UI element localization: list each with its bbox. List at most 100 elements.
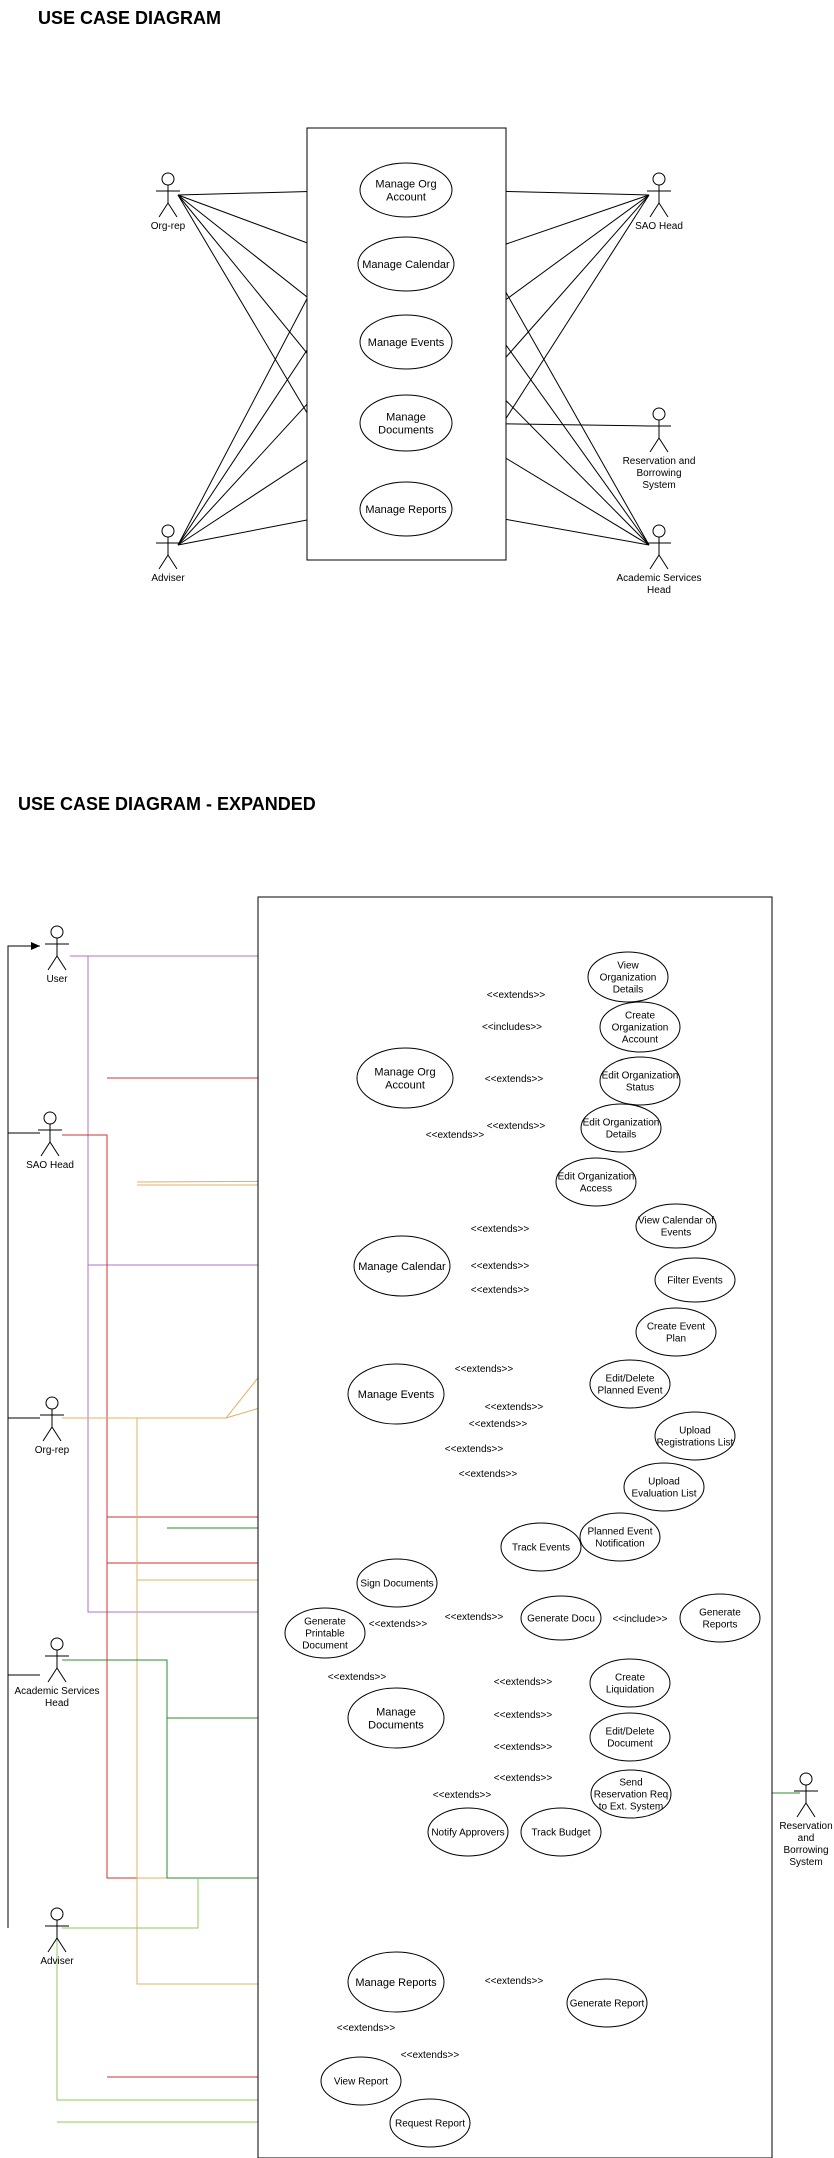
relation-label: <<extends>>: [494, 1677, 553, 1688]
actor-adviser: [156, 524, 180, 570]
relation-label: <<extends>>: [471, 1285, 530, 1296]
relation-label: <<extends>>: [494, 1773, 553, 1784]
relation-label: <<includes>>: [482, 1022, 542, 1033]
use-case-track-events: [500, 1522, 582, 1572]
use-case-generate-printable-document-label: Printable: [305, 1629, 345, 1640]
use-case-generate-report-label: Generate Report: [570, 1999, 645, 2010]
actor-sao-head: [38, 1111, 62, 1157]
use-case-generate-reports: [679, 1593, 761, 1643]
actor-reservation-system-label: System: [642, 480, 675, 491]
use-case-view-calendar-of-events: [635, 1203, 717, 1249]
actor-reservation-system-label: System: [789, 1857, 822, 1868]
use-case-edit-organization-status-label: Status: [626, 1083, 654, 1094]
use-case-manage-documents-label: Manage: [386, 411, 426, 423]
actor-reservation-system: [647, 407, 671, 453]
actor-org-rep-label: Org-rep: [35, 1445, 70, 1456]
relation-label: <<extends>>: [469, 1419, 528, 1430]
use-case-create-liquidation: [589, 1658, 671, 1708]
use-case-filter-events: [654, 1257, 736, 1303]
use-case-filter-events-label: Filter Events: [667, 1276, 723, 1287]
use-case-manage-documents-label: Manage: [376, 1706, 416, 1718]
use-case-manage-reports: [347, 1951, 445, 2013]
actor-reservation-system: [794, 1772, 818, 1818]
relation-label: <<extends>>: [445, 1444, 504, 1455]
use-case-manage-events-label: Manage Events: [368, 337, 445, 349]
use-case-view-calendar-of-events-label: Events: [661, 1228, 692, 1239]
use-case-request-report-label: Request Report: [395, 2119, 465, 2130]
actor-sao-head: [647, 172, 671, 218]
relation-label: <<extends>>: [494, 1710, 553, 1721]
use-case-view-organization-details: [587, 951, 669, 1003]
use-case-manage-calendar-label: Manage Calendar: [358, 1261, 446, 1273]
use-case-request-report: [389, 2098, 471, 2148]
relation-label: <<extends>>: [494, 1742, 553, 1753]
use-case-send-reservation-request-label: Send: [619, 1778, 642, 1789]
use-case-create-organization-account-label: Create: [625, 1011, 655, 1022]
use-case-view-report-label: View Report: [334, 2077, 389, 2088]
relation-label: <<extends>>: [487, 990, 546, 1001]
relation-label: <<extends>>: [401, 2050, 460, 2061]
use-case-view-calendar-of-events-label: View Calendar of: [638, 1216, 714, 1227]
use-case-edit-organization-access-label: Edit Organization: [558, 1172, 635, 1183]
use-case-create-event-plan-label: Create Event: [647, 1322, 706, 1333]
relation-label: <<extends>>: [337, 2023, 396, 2034]
use-case-edit-delete-planned-event-label: Edit/Delete: [606, 1374, 655, 1385]
relation-label: <<include>>: [612, 1614, 667, 1625]
use-case-upload-registrations-list: [654, 1411, 736, 1461]
use-case-generate-docu-label: Generate Docu: [527, 1614, 595, 1625]
actor-org-rep-label: Org-rep: [151, 221, 186, 232]
connector-line: [56, 1935, 322, 2101]
relation-label: <<extends>>: [485, 1074, 544, 1085]
use-case-create-organization-account-label: Organization: [612, 1023, 669, 1034]
use-case-manage-documents-label: Documents: [378, 424, 434, 436]
use-case-send-reservation-request: [590, 1769, 672, 1819]
actor-reservation-system-label: Reservation: [779, 1821, 832, 1832]
relation-label: <<extends>>: [445, 1612, 504, 1623]
use-case-edit-delete-document: [589, 1712, 671, 1762]
use-case-edit-delete-planned-event-label: Planned Event: [597, 1386, 662, 1397]
actor-generalization-line: [7, 942, 40, 1928]
actor-academic-services-head-label: Head: [45, 1698, 69, 1709]
relation-label: <<extends>>: [369, 1619, 428, 1630]
use-case-manage-org-account-label: Manage Org: [375, 178, 436, 190]
use-case-planned-event-notification-label: Planned Event: [587, 1527, 652, 1538]
use-case-manage-org-account-label: Manage Org: [374, 1066, 435, 1078]
actor-academic-services-head-label: Academic Services: [14, 1686, 99, 1697]
use-case-track-events-label: Track Events: [512, 1543, 570, 1554]
use-case-create-liquidation-label: Liquidation: [606, 1685, 654, 1696]
use-case-sign-documents-label: Sign Documents: [360, 1579, 433, 1590]
use-case-manage-events: [347, 1363, 445, 1425]
actor-reservation-system-label: Borrowing: [636, 468, 681, 479]
use-case-edit-organization-status-label: Edit Organization: [602, 1071, 679, 1082]
use-case-generate-printable-document: [284, 1607, 366, 1659]
actor-adviser-label: Adviser: [151, 573, 185, 584]
use-case-create-organization-account-label: Account: [622, 1035, 658, 1046]
use-case-upload-evaluation-list-label: Upload: [648, 1477, 680, 1488]
use-case-view-report: [320, 2056, 402, 2106]
actor-org-rep: [40, 1396, 64, 1442]
use-case-manage-reports-label: Manage Reports: [355, 1977, 437, 1989]
use-case-edit-delete-planned-event: [589, 1359, 671, 1409]
use-case-manage-org-account: [356, 1047, 454, 1109]
use-case-view-organization-details-label: Details: [613, 985, 644, 996]
use-case-create-event-plan: [635, 1307, 717, 1357]
use-case-view-organization-details-label: Organization: [600, 973, 657, 984]
use-case-edit-organization-details: [580, 1103, 662, 1153]
expanded-system-boundary: [257, 896, 773, 2158]
use-case-manage-documents: [347, 1687, 445, 1749]
expanded-diagram-title: USE CASE DIAGRAM - EXPANDED: [18, 794, 316, 814]
use-case-generate-reports-label: Reports: [702, 1620, 737, 1631]
actor-academic-services-head-label: Academic Services: [616, 573, 701, 584]
use-case-view-organization-details-label: View: [617, 961, 639, 972]
use-case-generate-printable-document-label: Document: [302, 1641, 348, 1652]
actor-adviser: [45, 1907, 69, 1953]
use-case-edit-delete-document-label: Edit/Delete: [606, 1727, 655, 1738]
use-case-upload-registrations-list-label: Upload: [679, 1426, 711, 1437]
use-case-edit-organization-access-label: Access: [580, 1184, 612, 1195]
use-case-notify-approvers-label: Notify Approvers: [431, 1828, 504, 1839]
use-case-upload-evaluation-list-label: Evaluation List: [631, 1489, 696, 1500]
use-case-upload-evaluation-list: [623, 1462, 705, 1512]
use-case-edit-delete-document-label: Document: [607, 1739, 653, 1750]
use-case-generate-report: [566, 1978, 648, 2028]
